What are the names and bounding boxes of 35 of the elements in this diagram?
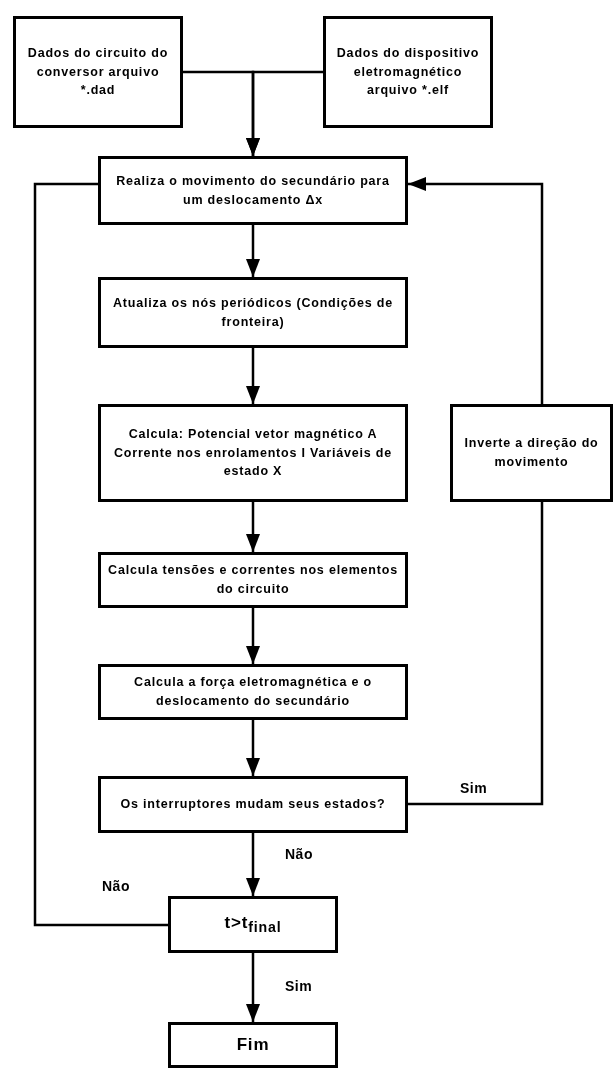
process-box xyxy=(450,404,613,502)
process-box xyxy=(168,1022,338,1068)
arrow xyxy=(246,225,260,277)
arrow xyxy=(246,608,260,664)
process-box xyxy=(98,664,408,720)
box-text: Calcula: Potencial vetor magnético A Corrente nos enrolamentos I Variáveis de estado X xyxy=(113,425,393,481)
box-text: Dados do dispositivo eletromagnético arquivo *.elf xyxy=(335,44,481,100)
process-box xyxy=(168,896,338,953)
process-box xyxy=(13,16,183,128)
arrow xyxy=(408,177,544,404)
box-text: Calcula a força eletromagnética e o deslocamento do secundário xyxy=(133,674,373,710)
process-box xyxy=(98,552,408,608)
box-text: t>t$_{final}$ xyxy=(224,912,282,938)
process-box xyxy=(98,776,408,833)
arrow xyxy=(246,348,260,404)
edge-label: Não xyxy=(283,846,315,862)
box-text: Realiza o movimento do secundário para um deslocamento Δx xyxy=(115,172,391,209)
edge-label: Não xyxy=(100,878,132,894)
connector-line xyxy=(33,182,168,927)
process-box xyxy=(323,16,493,128)
process-box xyxy=(98,156,408,225)
connector-line xyxy=(408,502,544,806)
box-text: Calcula tensões e correntes nos elementos do circuito xyxy=(107,562,399,598)
process-box xyxy=(98,277,408,348)
box-text: Atualiza os nós periódicos (Condições de fronteira) xyxy=(112,294,394,331)
arrow xyxy=(246,953,260,1022)
arrow xyxy=(246,70,323,156)
box-text: Inverte a direção do movimento xyxy=(463,435,600,471)
arrow xyxy=(246,720,260,776)
box-text: Fim xyxy=(236,1034,270,1057)
arrow xyxy=(246,502,260,552)
box-text: Os interruptores mudam seus estados? xyxy=(120,796,386,814)
box-text: Dados do circuito do conversor arquivo *.dad xyxy=(26,44,170,100)
process-box xyxy=(98,404,408,502)
arrow xyxy=(246,833,260,896)
